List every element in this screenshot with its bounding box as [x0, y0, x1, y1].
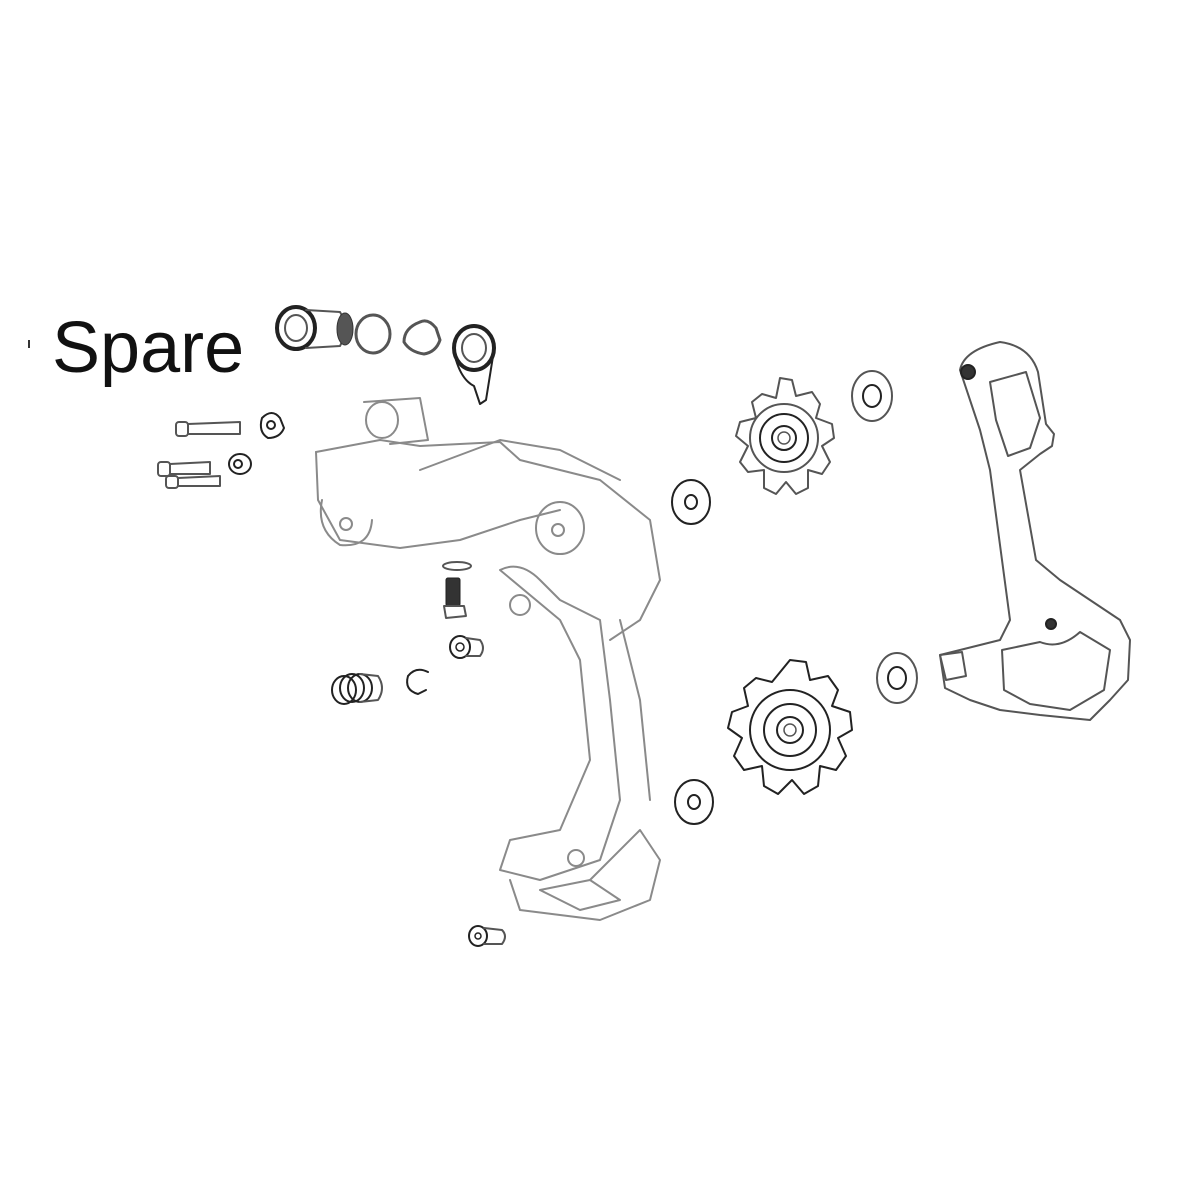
pulley-bolt: [468, 925, 506, 947]
b-tension-plate: [452, 324, 496, 405]
outer-cage-plate: [939, 341, 1131, 721]
lower-pulley-wheel: [727, 659, 853, 795]
diagram-title: Spare: [52, 308, 245, 388]
washer-square: [402, 319, 442, 356]
barrel-adjuster: [331, 673, 383, 705]
derailleur-body: [315, 397, 661, 921]
limit-screw-1: [175, 412, 285, 439]
c-clip: [406, 668, 429, 695]
upper-pulley-wheel: [735, 377, 835, 495]
pulley-washers: [671, 370, 918, 825]
washer-round: [354, 313, 392, 355]
b-bolt-bushing: [275, 305, 354, 351]
cage-bolt: [442, 561, 484, 659]
limit-screw-2: [157, 453, 252, 489]
stray-mark: [28, 340, 30, 348]
